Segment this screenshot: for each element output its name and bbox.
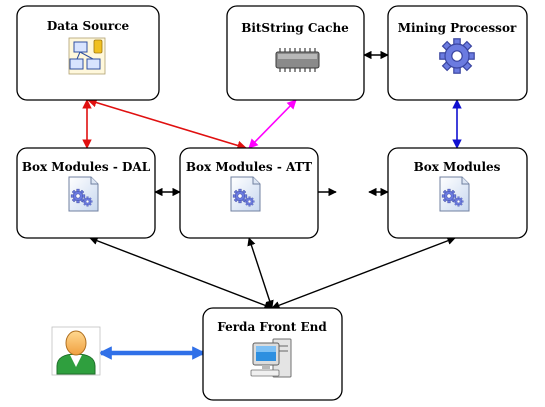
node-label: Box Modules - DAL [22, 160, 151, 174]
memory-chip-icon [275, 48, 320, 72]
node-label: Box Modules - ATT [186, 160, 312, 174]
node-mining-processor[interactable]: Mining Processor [387, 5, 528, 101]
computer-icon [250, 338, 292, 378]
edge-box-modules-to-ferda-front-end [271, 236, 456, 310]
edge-data-source-to-att [87, 97, 247, 151]
gear-icon [439, 38, 475, 74]
node-label: Data Source [47, 19, 130, 33]
node-label: Box Modules [414, 160, 501, 174]
gear-document-icon [69, 177, 98, 211]
edge-dal-to-ferda-front-end [89, 236, 273, 310]
gear-document-icon [231, 177, 260, 211]
node-label: Ferda Front End [217, 320, 327, 334]
node-box-modules-att[interactable]: Box Modules - ATT [179, 147, 319, 239]
node-bitstring-cache[interactable]: BitString Cache [226, 5, 365, 101]
node-box-modules[interactable]: Box Modules [387, 147, 528, 239]
user-icon [51, 326, 101, 376]
edge-att-to-ferda-front-end [247, 237, 274, 309]
node-data-source[interactable]: Data Source [16, 5, 160, 101]
gear-document-icon [440, 177, 469, 211]
node-ferda-front-end[interactable]: Ferda Front End [202, 307, 343, 401]
node-label: Mining Processor [398, 21, 517, 35]
node-box-modules-dal[interactable]: Box Modules - DAL [16, 147, 156, 239]
node-label: BitString Cache [241, 21, 349, 35]
database-schema-icon [68, 37, 106, 75]
edge-att-to-bitstring-cache [248, 99, 297, 149]
